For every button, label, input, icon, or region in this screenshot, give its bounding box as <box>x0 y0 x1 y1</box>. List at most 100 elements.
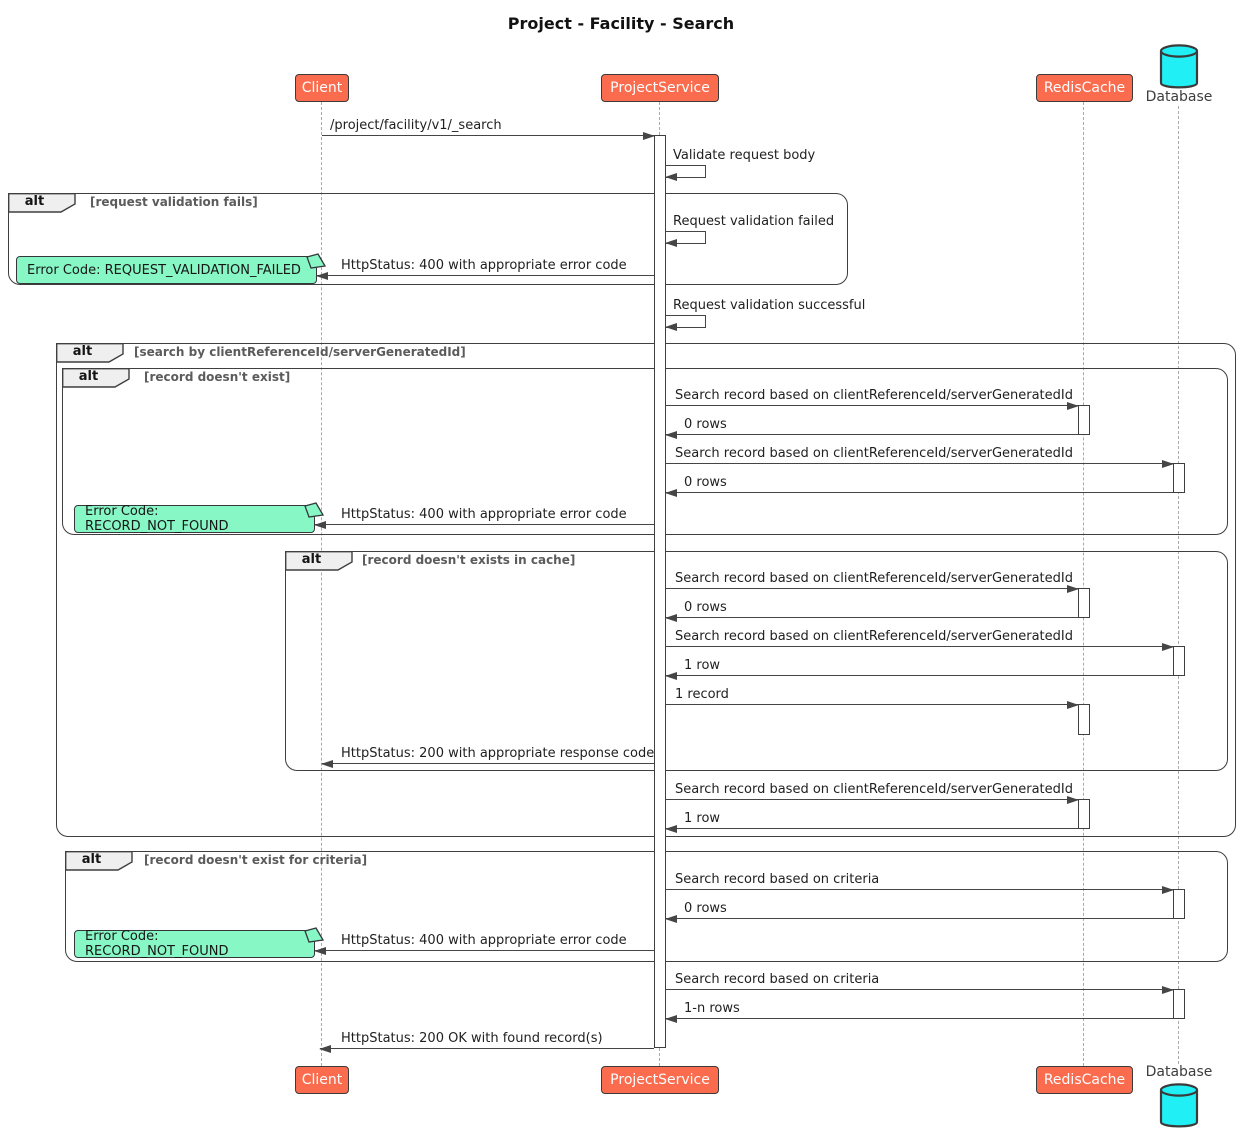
activation-bar-database <box>1173 889 1185 919</box>
message-arrow <box>666 460 1174 468</box>
message-arrow <box>665 489 1173 497</box>
alt-keyword: alt <box>301 552 322 567</box>
activation-bar-database <box>1173 463 1185 493</box>
alt-frame-tab: alt <box>8 193 76 213</box>
participant-database-bottom: Database <box>1145 1064 1213 1080</box>
message-arrow <box>665 1015 1173 1023</box>
alt-condition: [request validation fails] <box>90 195 258 209</box>
participant-label: RedisCache <box>1043 1072 1126 1088</box>
message-label: 1 record <box>675 687 729 702</box>
participant-label: Client <box>301 1072 343 1088</box>
message-label: Search record based on clientReferenceId… <box>675 629 1073 644</box>
alt-frame-tab: alt <box>285 551 353 571</box>
message-label: 0 rows <box>684 901 727 916</box>
message-label: 0 rows <box>684 417 727 432</box>
message-label: 0 rows <box>684 600 727 615</box>
message-label: Search record based on criteria <box>675 872 880 887</box>
lifeline-database <box>1178 106 1179 1064</box>
message-arrow <box>665 431 1078 439</box>
message-label: Search record based on clientReferenceId… <box>675 388 1073 403</box>
message-arrow <box>319 1045 654 1053</box>
lifeline-cache <box>1083 102 1084 1066</box>
note-fold-icon <box>304 502 324 518</box>
alt-condition: [record doesn't exist for criteria] <box>144 853 368 867</box>
note-error-request-validation: Error Code: REQUEST_VALIDATION_FAILED <box>16 253 326 284</box>
participant-label: ProjectService <box>610 80 710 96</box>
alt-condition: [record doesn't exist] <box>144 370 291 384</box>
lifeline-client <box>321 102 322 1066</box>
alt-frame-record-doesnt-exist <box>62 368 1228 535</box>
participant-client-bottom: Client <box>295 1066 349 1094</box>
alt-frame-not-in-cache <box>285 551 1228 771</box>
activation-bar-database <box>1173 646 1185 676</box>
diagram-title: Project - Facility - Search <box>507 14 735 33</box>
participant-label: RedisCache <box>1043 80 1126 96</box>
note-text: Error Code: REQUEST_VALIDATION_FAILED <box>27 262 301 278</box>
message-label: Request validation successful <box>673 298 866 313</box>
message-label: Search record based on criteria <box>675 972 880 987</box>
message-arrow <box>322 132 655 140</box>
note-error-record-not-found: Error Code: RECORD_NOT_FOUND <box>74 927 324 959</box>
self-message-arrow <box>665 315 706 331</box>
alt-condition: [record doesn't exists in cache] <box>362 553 576 567</box>
message-arrow <box>666 585 1079 593</box>
alt-keyword: alt <box>72 344 93 359</box>
participant-cache-top: RedisCache <box>1036 74 1133 102</box>
activation-bar-cache <box>1078 799 1090 829</box>
activation-bar-database <box>1173 989 1185 1019</box>
message-label: /project/facility/v1/_search <box>330 118 502 133</box>
message-arrow <box>665 915 1173 923</box>
self-message-arrow <box>665 165 706 181</box>
message-arrow <box>666 886 1174 894</box>
message-label: 0 rows <box>684 475 727 490</box>
message-label: Request validation failed <box>673 214 835 229</box>
participant-service-top: ProjectService <box>601 74 719 102</box>
alt-frame-criteria <box>65 851 1228 962</box>
message-arrow <box>316 272 654 280</box>
message-label: 1 row <box>684 658 721 673</box>
message-label: 1-n rows <box>684 1001 740 1016</box>
message-label: Search record based on clientReferenceId… <box>675 571 1073 586</box>
message-label: Search record based on clientReferenceId… <box>675 782 1073 797</box>
message-label: HttpStatus: 200 with appropriate respons… <box>341 746 655 761</box>
message-arrow <box>314 947 654 955</box>
message-arrow <box>666 402 1079 410</box>
note-fold-icon <box>304 927 324 943</box>
activation-bar-cache <box>1078 588 1090 618</box>
message-arrow <box>666 701 1079 709</box>
alt-frame-request-validation <box>8 193 848 285</box>
message-arrow <box>666 986 1174 994</box>
activation-bar-cache <box>1078 704 1090 735</box>
message-arrow <box>321 760 654 768</box>
database-icon <box>1159 1082 1199 1134</box>
message-arrow <box>665 825 1078 833</box>
message-label: HttpStatus: 400 with appropriate error c… <box>341 258 627 273</box>
message-label: HttpStatus: 200 OK with found record(s) <box>341 1031 603 1046</box>
message-arrow <box>666 796 1079 804</box>
participant-client-top: Client <box>295 74 349 102</box>
alt-frame-search-by-id <box>56 343 1236 837</box>
participant-database-top: Database <box>1145 89 1213 105</box>
alt-frame-tab: alt <box>62 368 130 388</box>
participant-label: ProjectService <box>610 1072 710 1088</box>
alt-keyword: alt <box>81 852 102 867</box>
message-label: Validate request body <box>673 148 816 163</box>
activation-bar-service <box>654 135 666 1048</box>
message-arrow <box>314 521 654 529</box>
alt-frame-tab: alt <box>56 343 124 363</box>
participant-cache-bottom: RedisCache <box>1036 1066 1133 1094</box>
note-text: Error Code: RECORD_NOT_FOUND <box>85 504 229 534</box>
message-label: Search record based on clientReferenceId… <box>675 446 1073 461</box>
alt-frame-tab: alt <box>65 851 133 871</box>
alt-keyword: alt <box>24 194 45 209</box>
note-text: Error Code: RECORD_NOT_FOUND <box>85 929 229 959</box>
message-arrow <box>666 643 1174 651</box>
message-label: HttpStatus: 400 with appropriate error c… <box>341 507 627 522</box>
message-label: 1 row <box>684 811 721 826</box>
activation-bar-cache <box>1078 405 1090 435</box>
alt-keyword: alt <box>78 369 99 384</box>
database-icon <box>1159 43 1199 95</box>
message-arrow <box>665 614 1078 622</box>
note-fold-icon <box>306 253 326 269</box>
